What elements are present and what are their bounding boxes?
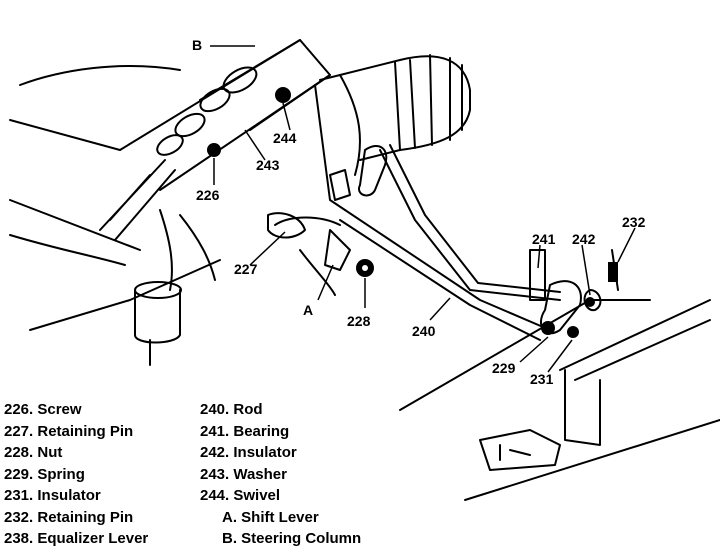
callout-244: 244 <box>273 130 297 146</box>
spring-229 <box>541 321 555 335</box>
legend-item: 232. Retaining Pin <box>4 508 134 526</box>
screw-226 <box>207 143 221 157</box>
leader-227 <box>249 231 286 266</box>
callout-b: B <box>192 37 202 53</box>
leader-241 <box>537 244 541 269</box>
lever-bracket <box>267 145 388 296</box>
leader-243 <box>244 129 266 161</box>
leader-229 <box>519 336 549 363</box>
leader-a <box>317 264 334 301</box>
legend-item: 231. Insulator <box>4 487 101 504</box>
insulator-231 <box>567 326 579 338</box>
parts-legend-middle: 240. Rod 241. Bearing 242. Insulator 243… <box>200 399 361 550</box>
swivel-244 <box>275 87 291 103</box>
leader-231 <box>547 339 573 373</box>
retaining-pin-232 <box>608 262 618 282</box>
legend-item: 226. Screw <box>4 401 82 418</box>
legend-item: 240. Rod <box>200 401 263 418</box>
insulator-242 <box>585 297 595 307</box>
callout-241: 241 <box>532 231 556 247</box>
legend-item: 228. Nut <box>4 444 63 461</box>
callout-242: 242 <box>572 231 596 247</box>
callout-231: 231 <box>530 371 554 387</box>
legend-item: 241. Bearing <box>200 422 290 440</box>
rod-240 <box>339 144 561 341</box>
callout-227: 227 <box>234 261 258 277</box>
nut-228-hole <box>362 265 368 271</box>
callout-232: 232 <box>622 214 646 230</box>
callout-243: 243 <box>256 157 280 173</box>
leader-244 <box>282 102 291 131</box>
transmission-housing <box>314 54 471 211</box>
leader-232 <box>617 227 636 263</box>
legend-item: 238. Equalizer Lever <box>4 530 149 547</box>
legend-item: 243. Washer <box>200 465 287 483</box>
leader-242 <box>581 244 591 296</box>
legend-letter-item: A. Shift Lever <box>222 508 319 526</box>
legend-item: 242. Insulator <box>200 444 297 461</box>
callout-240: 240 <box>412 323 436 339</box>
leader-240 <box>429 297 451 321</box>
legend-item: 227. Retaining Pin <box>4 422 134 440</box>
callout-226: 226 <box>196 187 220 203</box>
legend-item: 244. Swivel <box>200 487 281 504</box>
parts-legend-left: 226. Screw 227. Retaining Pin 228. Nut 2… <box>4 399 148 550</box>
legend-letter-item: B. Steering Column <box>222 530 362 547</box>
legend-item: 229. Spring <box>4 465 85 483</box>
callout-a: A <box>303 302 313 318</box>
floor-bracket <box>399 249 720 501</box>
callout-228: 228 <box>347 313 371 329</box>
callout-229: 229 <box>492 360 516 376</box>
steering-column <box>99 39 331 241</box>
frame-outline <box>9 65 221 366</box>
